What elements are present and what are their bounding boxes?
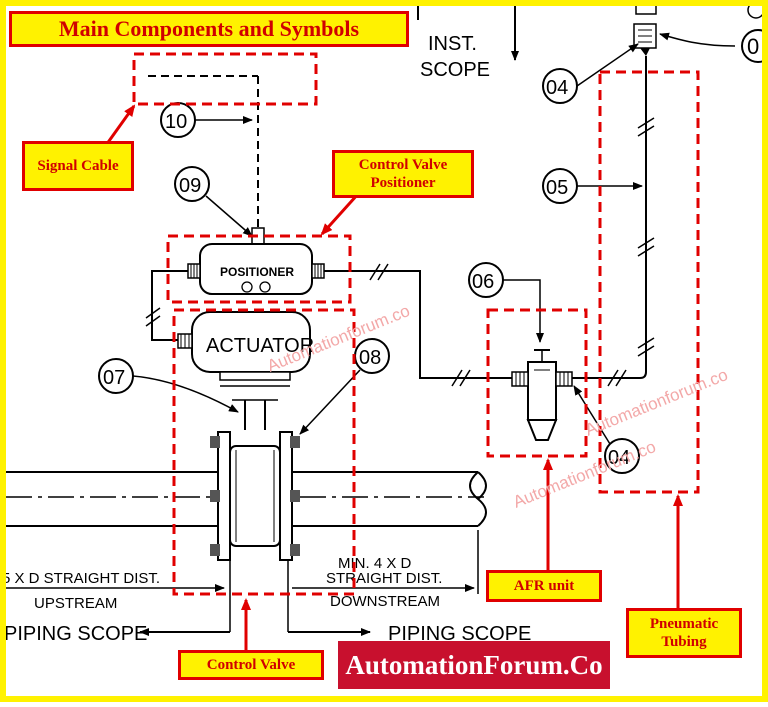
watermark-3: Automationforum.co — [582, 365, 730, 440]
callout-04-top-leader — [576, 43, 639, 87]
piping-scope-right: PIPING SCOPE — [388, 623, 531, 645]
positioner-label: Control Valve Positioner — [332, 150, 474, 198]
signal-cable-line — [148, 75, 259, 228]
callout-04-bottom — [604, 438, 640, 474]
callout-08-text: 08 — [359, 347, 381, 369]
upstream-text-2: UPSTREAM — [34, 595, 117, 612]
callout-06-text: 06 — [472, 271, 494, 293]
callout-06-leader — [503, 279, 544, 343]
afr-unit-label: AFR unit — [486, 570, 602, 602]
dimension-lines — [6, 530, 479, 636]
upstream-text-1: 5 X D STRAIGHT DIST. — [2, 570, 160, 587]
callout-07-leader — [132, 375, 239, 413]
actuator-body — [177, 311, 311, 430]
signal-cable-label: Signal Cable — [22, 141, 134, 191]
callout-0-text: 0 — [747, 34, 759, 59]
pneumatic-tubing-line — [572, 56, 655, 387]
brand-banner: AutomationForum.Co — [338, 641, 610, 689]
page-title: Main Components and Symbols — [9, 11, 409, 47]
callout-04-bottom-text: 04 — [608, 447, 630, 469]
watermark-2: Automationforum.co — [510, 437, 658, 512]
callout-07-text: 07 — [103, 367, 125, 389]
callout-0-partial — [741, 29, 768, 63]
inst-scope-text-1: INST. — [428, 33, 477, 55]
actuator-text: ACTUATOR — [206, 335, 314, 357]
piping-scope-left: PIPING SCOPE — [4, 623, 147, 645]
positioner-tubing — [145, 263, 512, 387]
callout-09-leader — [205, 195, 253, 237]
positioner-body — [187, 227, 325, 295]
callout-04-top-text: 04 — [546, 77, 568, 99]
positioner-text: POSITIONER — [220, 265, 294, 279]
callout-09 — [174, 166, 210, 202]
highlight-boxes — [132, 52, 700, 596]
control-valve-body — [210, 431, 300, 561]
control-valve-label: Control Valve — [178, 650, 324, 680]
downstream-text-1: MIN. 4 X D — [338, 555, 412, 572]
downstream-text-2: STRAIGHT DIST. — [326, 570, 442, 587]
inst-scope-arrow — [417, 6, 519, 61]
callout-10-text: 10 — [165, 111, 187, 133]
instrument-connector — [633, 0, 736, 56]
top-right-corner-circle — [747, 1, 765, 19]
callout-09-text: 09 — [179, 175, 201, 197]
callout-04-bottom-leader — [573, 385, 611, 445]
downstream-text-3: DOWNSTREAM — [330, 593, 440, 610]
callout-05-text: 05 — [546, 177, 568, 199]
afr-regulator — [511, 349, 573, 441]
callout-08-leader — [299, 369, 361, 435]
inst-scope-text-2: SCOPE — [420, 59, 490, 81]
pneumatic-tubing-label: Pneumatic Tubing — [626, 608, 742, 658]
